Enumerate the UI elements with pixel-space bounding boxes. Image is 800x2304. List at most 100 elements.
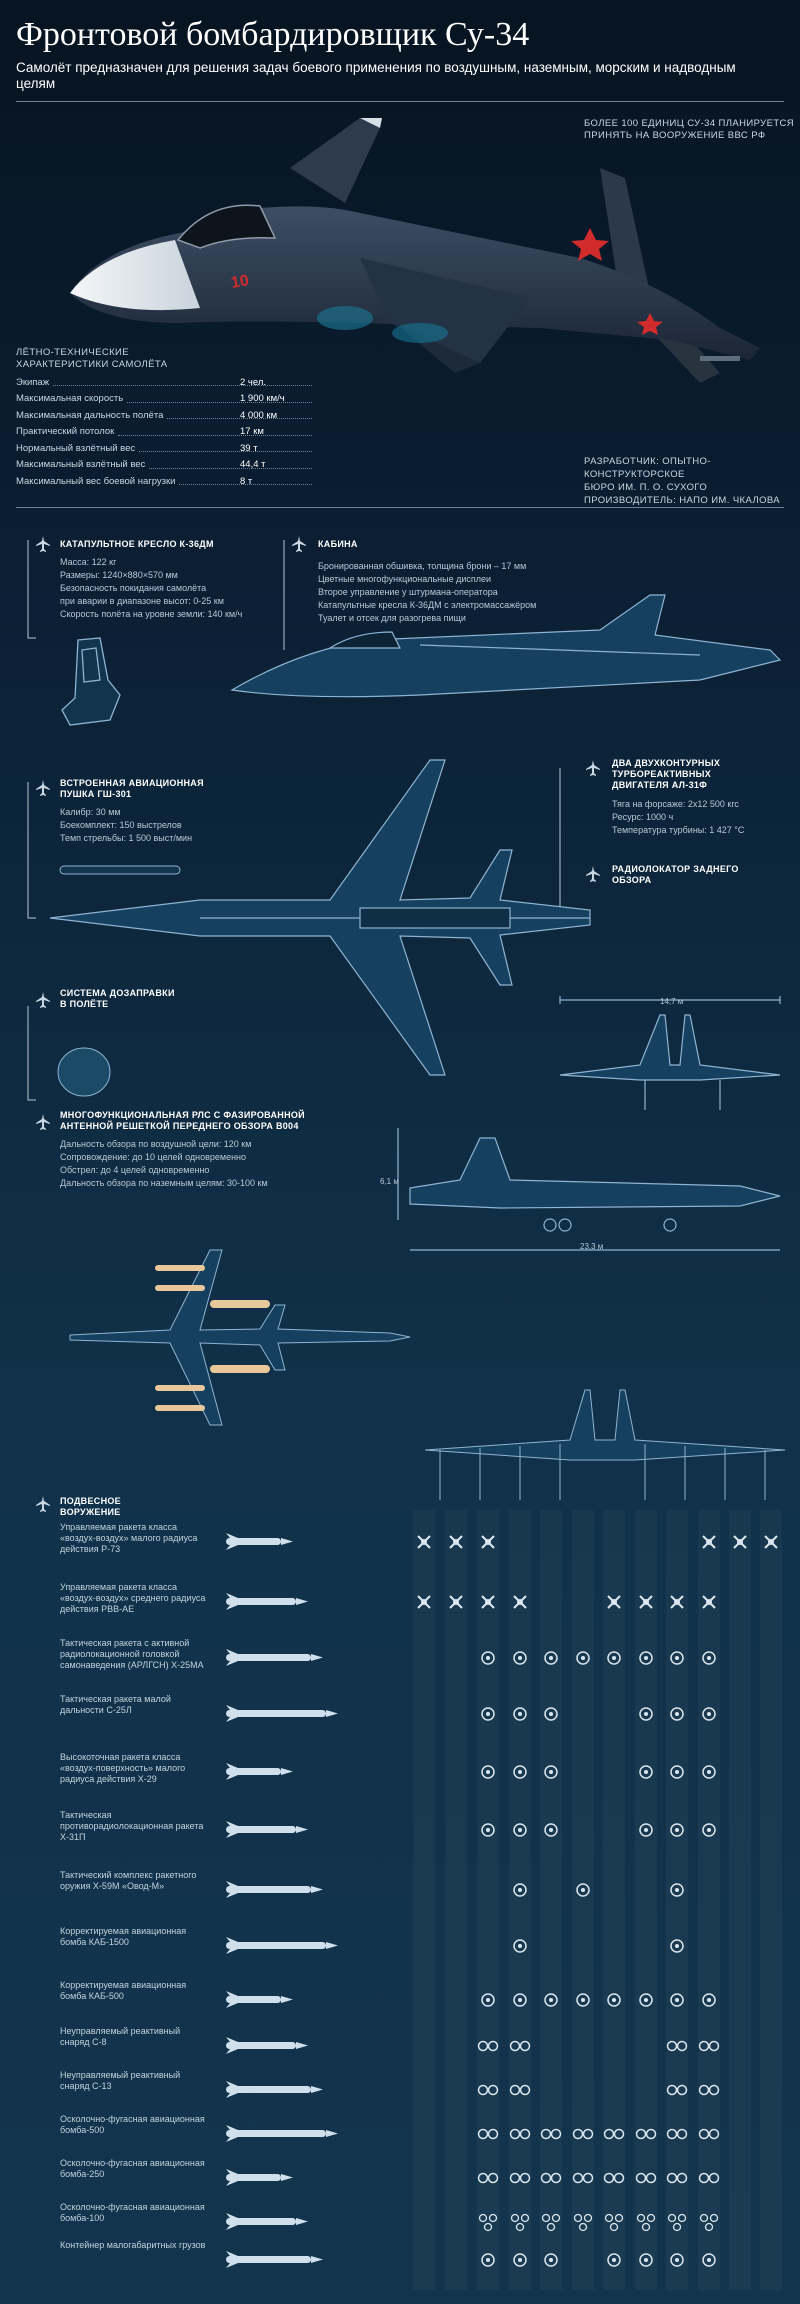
page-subtitle: Самолёт предназначен для решения задач б… [16,60,736,91]
hardpoint-marker [670,1595,684,1609]
hardpoint-marker [513,1595,527,1609]
star-icon [571,228,609,261]
spec-label: Экипаж [16,376,50,388]
hardpoint-marker [513,1651,527,1665]
weapon-label: Неуправляемый реактивный снаряд С-13 [60,2070,181,2091]
hardpoint-marker [670,1651,684,1665]
hardpoint-column [760,1510,782,2290]
spec-value: 39 т [240,442,258,454]
hardpoint-marker [477,2040,499,2052]
hardpoint-marker [481,1651,495,1665]
hardpoint-marker [698,2084,720,2096]
hardpoint-marker [481,1707,495,1721]
hardpoint-marker [544,1823,558,1837]
hardpoint-marker [572,2172,594,2184]
hardpoint-marker [449,1595,463,1609]
hardpoint-marker [702,1765,716,1779]
hardpoint-marker [639,1823,653,1837]
weapon-label: Осколочно-фугасная авиационная бомба-250 [60,2158,205,2179]
hardpoint-marker [576,1651,590,1665]
weapon-pictogram [226,2251,323,2268]
wingspan-label: 14,7 м [660,997,684,1006]
spec-label: Максимальная скорость [16,393,124,404]
hardpoint-marker [541,2213,561,2232]
blueprint-drawings [27,540,782,1251]
weapon-label: Корректируемая авиационная бомба КАБ-500 [60,1980,187,2001]
weapon-label: Тактическая противорадиолокационная раке… [60,1810,204,1842]
weapon-pictogram [226,2213,308,2230]
divider [16,101,784,102]
hardpoint-marker [670,2253,684,2267]
seat-title: КАТАПУЛЬТНОЕ КРЕСЛО К-36ДМ [60,539,214,549]
spec-value: 2 чел. [240,376,267,388]
weapon-pictogram [226,2125,338,2142]
plane-icon [292,536,306,552]
hardpoint-marker [576,1883,590,1897]
weapon-pictogram [226,1937,338,1954]
weapon-label: Тактический комплекс ракетного оружия Х-… [60,1870,197,1891]
hardpoint-marker [733,1535,747,1549]
hardpoint-marker [666,2172,688,2184]
hardpoint-marker [604,2213,624,2232]
hardpoint-marker [513,1939,527,1953]
hardpoint-marker [481,1535,495,1549]
hardpoint-marker [513,1993,527,2007]
hardpoint-marker [513,1823,527,1837]
weapon-pictogram [226,1991,293,2008]
weapon-label: Тактическая ракета с активной радиолокац… [60,1638,204,1670]
intake-glow [317,306,373,330]
spec-row: Максимальный взлётный вес 44,4 т [16,457,316,473]
hardpoint-marker [603,2172,625,2184]
weapon-label: Осколочно-фугасная авиационная бомба-100 [60,2202,205,2223]
payload-top-view [69,1249,411,1426]
hardpoint-marker [666,2128,688,2140]
hardpoint-marker [667,2213,687,2232]
plane-icon [36,536,50,552]
weapon-pictogram [226,1763,293,1780]
hardpoint-marker [513,2253,527,2267]
hardpoint-marker [636,2213,656,2232]
hardpoint-marker [477,2128,499,2140]
payload-front-view [424,1389,786,1500]
hardpoint-marker [607,1595,621,1609]
hardpoint-marker [666,2040,688,2052]
nose-cone [70,240,200,311]
hardpoint-marker [544,1707,558,1721]
su34-hero-illustration: 10 [70,118,760,383]
plane-icon [36,1114,50,1130]
hardpoint-marker [670,1765,684,1779]
hardpoint-marker [607,1651,621,1665]
gun-drawing [59,865,181,875]
hardpoint-marker [698,2172,720,2184]
hardpoint-marker [702,1651,716,1665]
hardpoint-marker [639,2253,653,2267]
hardpoint-marker [540,2128,562,2140]
hardpoint-marker [544,1993,558,2007]
spec-label: Нормальный взлётный вес [16,442,136,454]
hardpoint-marker [702,1535,716,1549]
vertical-fin-left [290,118,380,203]
divider [16,507,784,508]
radar-antenna-drawing [57,1047,111,1097]
front-view-drawing [559,996,781,1110]
hardpoint-marker [513,1883,527,1897]
hardpoint-marker [544,1765,558,1779]
plane-icon [586,866,600,882]
spec-value: 44,4 т [240,459,266,470]
weapon-label: Неуправляемый реактивный снаряд С-8 [60,2026,181,2047]
spec-row: Экипаж 2 чел. [16,374,316,390]
hardpoint-marker [509,2040,531,2052]
weapon-pictogram [226,1649,323,1666]
hardpoint-column [413,1510,435,2290]
spec-label: Максимальный взлётный вес [16,459,146,470]
weapon-pictogram [226,1705,338,1722]
